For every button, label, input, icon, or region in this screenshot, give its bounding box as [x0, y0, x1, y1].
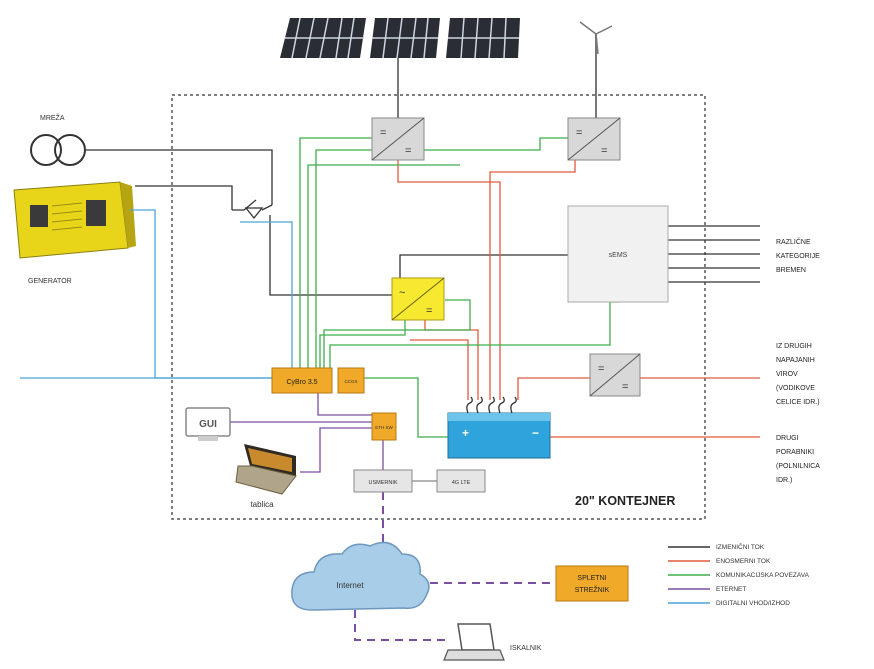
solar-panel-icon: [280, 17, 520, 59]
generator-icon: [13, 181, 136, 259]
svg-text:~: ~: [399, 287, 405, 299]
svg-text:=: =: [405, 145, 411, 157]
svg-text:=: =: [576, 127, 582, 139]
inverter: ~ =: [391, 277, 445, 321]
lte-label: 4G LTE: [452, 480, 471, 486]
ac-wires: [86, 58, 760, 296]
svg-text:−: −: [532, 426, 539, 440]
loads-label: RAZLIČNE KATEGORIJE BREMEN: [776, 237, 820, 274]
svg-text:=: =: [601, 145, 607, 157]
sources-label: IZ DRUGIH NAPAJANIH VIROV (VODIKOVE CELI…: [776, 343, 820, 406]
svg-text:(POLNILNICA: (POLNILNICA: [776, 463, 820, 470]
router-label: USMERNIK: [368, 480, 397, 486]
svg-text:IZ DRUGIH: IZ DRUGIH: [776, 343, 812, 350]
svg-text:KATEGORIJE: KATEGORIJE: [776, 253, 820, 260]
ems-box: sEMS: [567, 205, 669, 303]
web-server-box[interactable]: SPLETNI STREŽNIK: [555, 565, 629, 602]
svg-text:=: =: [380, 127, 386, 139]
svg-text:=: =: [598, 363, 604, 375]
internet-label: Internet: [336, 581, 364, 590]
svg-text:VIROV: VIROV: [776, 371, 798, 378]
user-label: ISKALNIK: [510, 645, 542, 652]
svg-text:RAZLIČNE: RAZLIČNE: [776, 237, 811, 246]
web-server-label-1: SPLETNI: [577, 575, 606, 582]
generator-label: GENERATOR: [28, 278, 72, 285]
svg-text:NAPAJANIH: NAPAJANIH: [776, 357, 815, 364]
router-box: USMERNIK: [353, 469, 413, 493]
transfer-switch: [232, 199, 273, 220]
controller-box: CyBro 3.5: [271, 367, 333, 394]
svg-text:=: =: [426, 305, 432, 317]
battery-icon: + −: [447, 396, 551, 459]
controller-label: CyBro 3.5: [286, 379, 317, 386]
wind-turbine-icon: [579, 21, 613, 118]
wind-converter: = =: [567, 117, 621, 161]
ethernet-wires: [230, 393, 384, 473]
ems-label: sEMS: [609, 252, 628, 259]
consumers-label: DRUGI PORABNIKI (POLNILNICA IDR.): [776, 435, 820, 484]
user-laptop-icon[interactable]: [443, 623, 505, 661]
cloud-icon: Internet: [291, 541, 430, 611]
svg-text:+: +: [462, 426, 469, 440]
tablet-label: tablica: [250, 500, 274, 509]
grid-transformer-icon: [30, 134, 86, 166]
ccgx-module: CCGX: [337, 367, 365, 394]
container-boundary: [171, 94, 706, 520]
grid-label: MREŽA: [40, 113, 65, 122]
legend: IZMENIČNI TOK ENOSMERNI TOK KOMUNIKACIJS…: [668, 542, 810, 607]
legend-comm-label: KOMUNIKACIJSKA POVEZAVA: [716, 572, 810, 579]
svg-text:IDR.): IDR.): [776, 477, 792, 484]
svg-text:(VODIKOVE: (VODIKOVE: [776, 385, 815, 392]
digital-io-wires: [20, 209, 293, 379]
dc-wires: [397, 160, 760, 438]
legend-dc-label: ENOSMERNI TOK: [716, 558, 771, 565]
svg-text:BREMEN: BREMEN: [776, 267, 806, 274]
laptop-icon[interactable]: [235, 444, 297, 495]
gui-label: GUI: [199, 419, 217, 430]
pv-converter: = =: [371, 117, 425, 161]
legend-dio-label: DIGITALNI VHOD/IZHOD: [716, 600, 790, 607]
container-label: 20" KONTEJNER: [575, 494, 675, 508]
monitor-icon[interactable]: GUI: [185, 407, 231, 441]
ethernet-switch: ETH SW: [371, 412, 397, 441]
web-server-label-2: STREŽNIK: [575, 585, 610, 594]
svg-text:PORABNIKI: PORABNIKI: [776, 449, 814, 456]
svg-text:=: =: [622, 381, 628, 393]
legend-ac-label: IZMENIČNI TOK: [716, 542, 765, 551]
ethernet-switch-label: ETH SW: [375, 425, 393, 430]
ccgx-label: CCGX: [344, 379, 357, 384]
legend-eth-label: ETERNET: [716, 586, 746, 593]
lte-box: 4G LTE: [436, 469, 486, 493]
internet-links: [354, 492, 556, 641]
svg-text:CELICE IDR.): CELICE IDR.): [776, 399, 820, 406]
svg-text:DRUGI: DRUGI: [776, 435, 799, 442]
external-dc-converter: = =: [589, 353, 641, 397]
